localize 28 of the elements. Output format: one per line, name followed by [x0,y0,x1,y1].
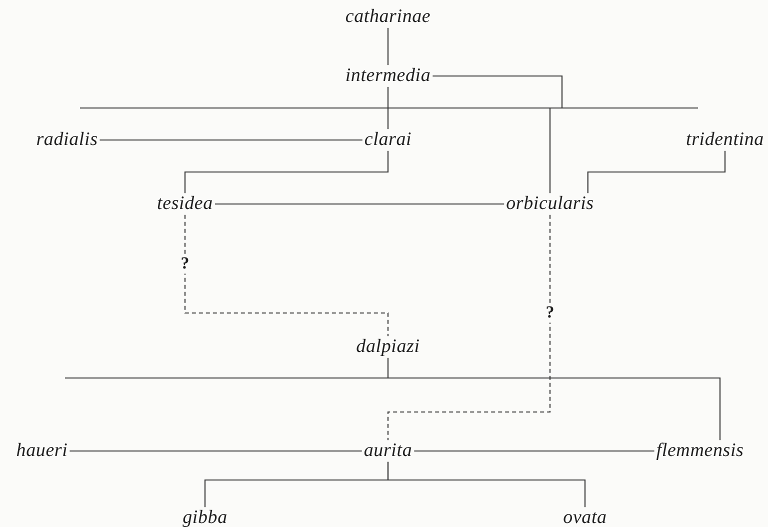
connector-line [432,75,563,194]
connector-line [587,150,726,194]
connector-line [184,150,389,194]
connector-line [387,358,721,440]
edge-label: ? [544,304,556,323]
taxon-name: flemmensis [656,440,744,462]
taxon-name: ovata [563,507,607,527]
connector-line [387,28,389,66]
connector-line [387,214,551,440]
taxon-name: gibba [182,507,228,527]
connector-line [100,139,362,141]
taxon-name: catharinae [345,6,431,28]
taxon-name: tridentina [686,129,764,151]
taxon-name: intermedia [345,65,431,87]
taxon-name: orbicularis [506,193,594,215]
taxon-name: haueri [16,440,68,462]
taxon-name: clarai [364,129,412,151]
connector-line [214,203,504,205]
connector-line [184,214,389,336]
connector-line [70,450,362,452]
edge-label: ? [178,254,192,274]
connector-line [387,86,389,130]
taxon-name: aurita [364,440,412,462]
taxon-name: dalpiazi [356,336,420,358]
taxon-name: radialis [36,129,98,151]
taxon-name: tesidea [157,193,213,215]
connector-line [414,450,654,452]
connector-line [387,462,586,508]
